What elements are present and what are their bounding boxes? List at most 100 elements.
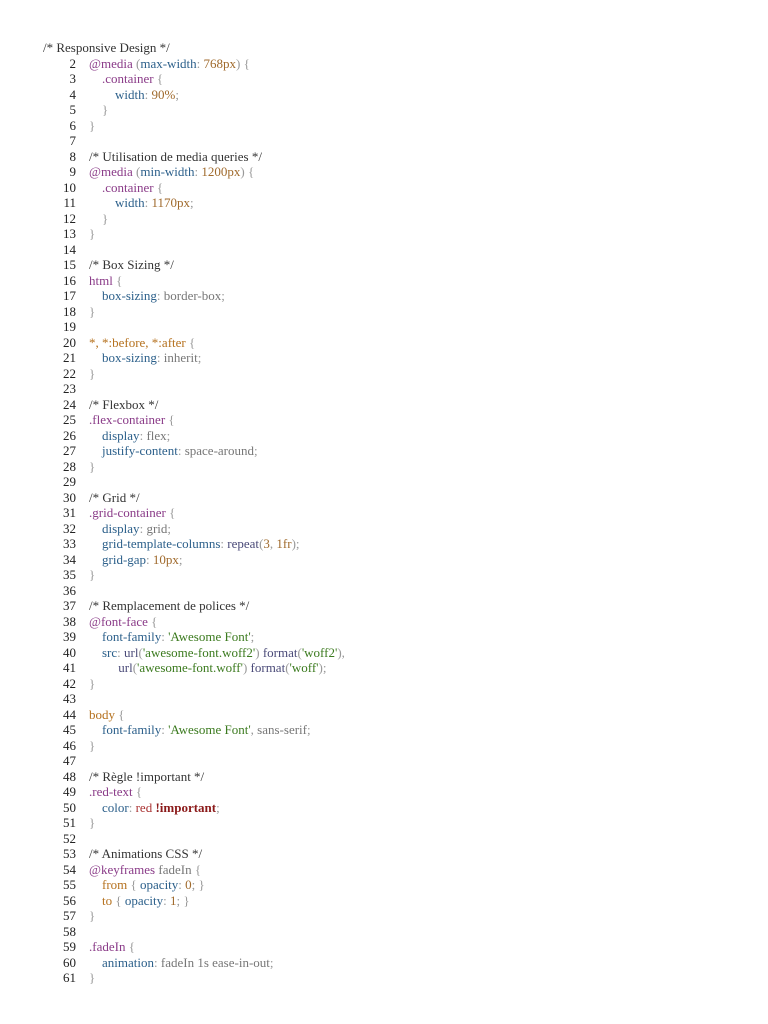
line-text: grid-gap: 10px;	[89, 552, 183, 568]
line-number: 27	[63, 443, 76, 458]
code-token-punct: (	[297, 644, 302, 660]
code-token-tag: from	[102, 877, 128, 892]
line-text: @keyframes fadeIn {	[89, 862, 201, 878]
code-line: 60 animation: fadeIn 1s ease-in-out;	[0, 955, 768, 971]
line-number: 11	[63, 195, 76, 210]
line-number: 6	[69, 117, 77, 133]
code-token-punct: ,	[269, 536, 277, 551]
line-number: 38	[63, 613, 76, 629]
code-token-text	[89, 350, 102, 365]
line-number: 2	[69, 55, 77, 71]
line-number: 39	[63, 629, 76, 644]
code-token-selector: html	[89, 272, 113, 288]
line-number: 51	[63, 815, 76, 830]
line-number: 13	[63, 226, 76, 241]
line-text: }	[89, 118, 95, 134]
code-line: 41 url('awesome-font.woff') format('woff…	[0, 660, 768, 676]
code-token-punct: }	[89, 908, 96, 923]
code-token-text	[89, 195, 115, 210]
code-line: 27 justify-content: space-around;	[0, 443, 768, 459]
code-token-punct: :	[139, 427, 147, 443]
code-token-prop: color	[102, 799, 129, 815]
code-line: 52	[0, 831, 768, 847]
line-text: }	[89, 970, 95, 986]
line-text: .grid-container {	[89, 505, 175, 521]
code-token-punct: :	[139, 520, 147, 536]
line-number: 49	[63, 784, 76, 799]
code-token-prop: width	[115, 86, 145, 102]
code-line: 61}	[0, 970, 768, 986]
code-token-num: 1fr	[276, 536, 292, 551]
code-token-comment: /* Box Sizing */	[89, 257, 174, 272]
line-text: @font-face {	[89, 614, 157, 630]
line-text: from { opacity: 0; }	[89, 877, 205, 893]
code-token-punct: ) {	[240, 164, 255, 179]
line-number: 10	[63, 179, 76, 195]
code-line: 38 @font-face {	[0, 614, 768, 630]
code-token-num: 3	[263, 536, 270, 551]
code-line: 37 /* Remplacement de polices */	[0, 598, 768, 614]
code-token-punct: }	[89, 226, 96, 241]
code-token-str: 'Awesome Font'	[168, 629, 251, 644]
code-token-text	[89, 87, 115, 102]
line-number: 55	[63, 877, 76, 892]
code-token-punct: ;	[167, 520, 172, 536]
code-token-punct: {	[191, 861, 202, 877]
code-token-text	[89, 800, 102, 815]
code-token-func: url	[118, 660, 133, 675]
code-token-comment: /* Utilisation de media queries */	[89, 148, 262, 164]
code-token-val: space-around	[184, 443, 255, 458]
code-token-text	[89, 722, 102, 737]
line-text: }	[89, 908, 95, 924]
code-token-val: grid	[146, 520, 168, 536]
code-token-prop: opacity	[124, 892, 164, 908]
code-line: 57}	[0, 908, 768, 924]
code-token-text	[89, 955, 102, 970]
line-text: }	[89, 226, 95, 242]
code-token-val: inherit	[163, 350, 198, 365]
line-number: 12	[63, 210, 76, 226]
code-token-num: 10px	[152, 551, 179, 567]
code-editor[interactable]: /* Responsive Design */2@media (max-widt…	[0, 40, 768, 986]
line-number: 37	[63, 598, 76, 613]
code-token-selector: .fadeIn	[89, 939, 126, 954]
code-token-punct: }	[89, 365, 96, 381]
line-text: /* Grid */	[89, 490, 140, 506]
code-token-punct: ;	[254, 443, 258, 458]
code-token-punct: }	[89, 458, 96, 474]
code-token-atrule: @font-face	[89, 613, 148, 629]
line-number: 50	[63, 799, 76, 815]
code-token-text	[89, 211, 102, 226]
code-token-punct: :	[161, 629, 169, 644]
code-token-punct: :	[163, 892, 171, 908]
code-token-punct: :	[196, 55, 204, 71]
code-token-punct: ;	[190, 195, 194, 210]
line-number: 24	[63, 396, 76, 412]
code-token-text	[89, 180, 102, 195]
code-token-punct: {	[165, 412, 175, 427]
code-token-punct: (	[259, 536, 264, 551]
code-token-punct: {	[185, 334, 196, 350]
code-line: 47	[0, 753, 768, 769]
line-number: 3	[69, 71, 77, 86]
code-token-comment: /* Responsive Design */	[43, 40, 170, 55]
code-line: /* Responsive Design */	[0, 40, 768, 56]
code-token-func: url	[124, 644, 139, 660]
code-token-str: 'awesome-font.woff2'	[142, 644, 256, 660]
code-token-prop: font-family	[102, 722, 162, 737]
code-token-comment: /* Animations CSS */	[89, 846, 203, 861]
code-line: 32 display: grid;	[0, 521, 768, 537]
line-number: 20	[63, 334, 76, 350]
line-number: 41	[63, 660, 76, 675]
code-line: 33 grid-template-columns: repeat(3, 1fr)…	[0, 536, 768, 552]
code-token-text	[89, 536, 102, 551]
code-token-punct: }	[89, 815, 96, 830]
code-token-text	[89, 660, 118, 675]
line-number: 34	[63, 551, 76, 567]
code-line: 9@media (min-width: 1200px) {	[0, 164, 768, 180]
code-token-punct: :	[117, 644, 125, 660]
line-text: display: grid;	[89, 521, 171, 537]
code-line: 48/* Règle !important */	[0, 769, 768, 785]
code-token-comment: /* Remplacement de polices */	[89, 598, 250, 613]
code-token-val: fadeIn	[155, 861, 192, 877]
